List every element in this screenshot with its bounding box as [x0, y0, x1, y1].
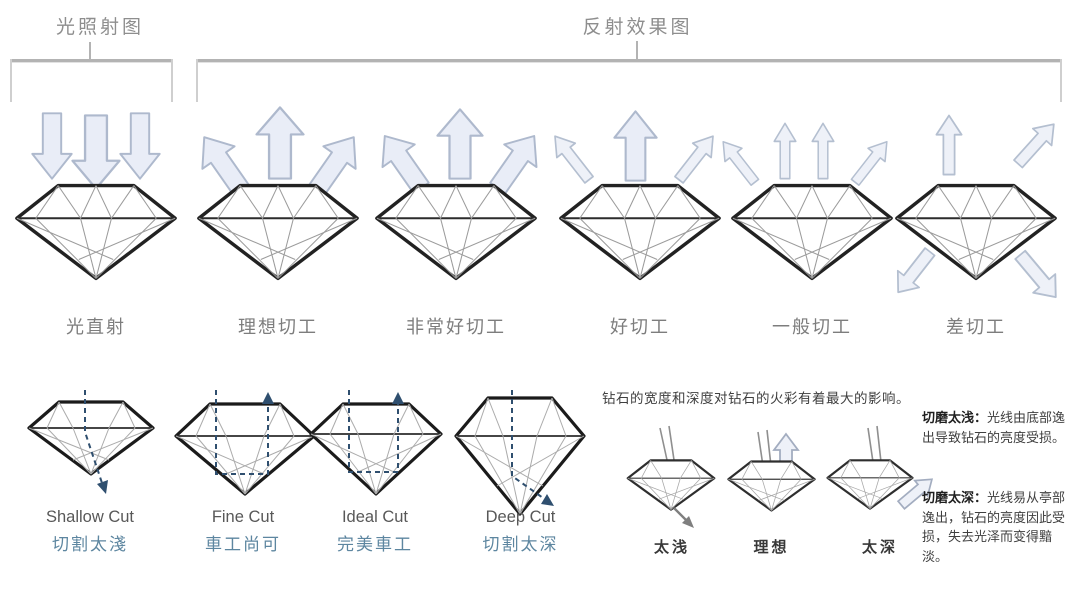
- note-too-deep: 切磨太深：光线易从亭部逸出，钻石的亮度因此受损，失去光泽而变得黯淡。: [922, 488, 1076, 566]
- reflect-up-arrow-icon: [255, 106, 305, 180]
- cut-name-en: Shallow Cut: [45, 508, 135, 526]
- light-path-dashed: [511, 390, 547, 501]
- example-ideal: 理想: [724, 424, 819, 556]
- example-label: 太浅: [653, 539, 690, 556]
- cut-name-en: Fine Cut: [211, 508, 275, 526]
- reflect-up-arrow-icon: [544, 128, 600, 188]
- figure-ideal-cut: 理想切工: [187, 106, 371, 338]
- figure-label: 理想切工: [238, 317, 318, 337]
- figure-good-cut: 好切工: [544, 106, 728, 338]
- ideal-cut-diagram: Ideal Cut 完美車工: [305, 390, 445, 554]
- cut-name-zh: 切割太深: [482, 535, 559, 554]
- illumination-bracket-end-left: [10, 59, 12, 102]
- diamond-drawing: [15, 183, 177, 281]
- diamond-profile: [454, 396, 586, 516]
- figure-very-good-cut: 非常好切工: [367, 106, 552, 338]
- leak-arrow-icon: [896, 478, 934, 511]
- figure-poor-cut: 差切工: [886, 106, 1068, 338]
- fine-cut-diagram: Fine Cut 車工尚可: [168, 390, 318, 554]
- light-ray-icon: [757, 431, 764, 467]
- light-down-arrow-icon: [31, 112, 73, 180]
- cut-name-zh: 完美車工: [337, 535, 413, 554]
- light-ray-icon: [668, 425, 675, 461]
- diamond-profile: [309, 402, 443, 496]
- figure-label: 好切工: [610, 317, 670, 337]
- note-body: 光线易从亭部逸出，钻石的亮度因此受损，失去光泽而变得黯淡。: [922, 490, 1066, 564]
- reflect-up-arrow-icon: [613, 110, 658, 182]
- light-ray-icon: [876, 425, 882, 463]
- light-ray-icon: [867, 427, 874, 463]
- figure-average-cut: 一般切工: [713, 106, 900, 338]
- reflection-bracket: [196, 59, 1062, 62]
- leak-down-arrow-icon: [1008, 244, 1068, 308]
- illumination-bracket: [10, 59, 173, 62]
- light-down-arrow-icon: [119, 112, 161, 180]
- figure-label: 差切工: [946, 317, 1006, 337]
- light-exit-arrowhead-icon: [262, 392, 274, 404]
- figure-label: 一般切工: [772, 317, 852, 337]
- light-exit-arrowhead-icon: [97, 480, 108, 494]
- illumination-bracket-end-right: [171, 59, 173, 102]
- depth-effect-intro: 钻石的宽度和深度对钻石的火彩有着最大的影响。: [602, 391, 910, 406]
- example-label: 理想: [753, 539, 790, 556]
- figure-label: 光直射: [66, 317, 126, 337]
- reflect-up-arrow-icon: [1007, 114, 1065, 174]
- light-path-dashed: [84, 390, 104, 487]
- leak-arrow-icon: [673, 507, 687, 521]
- example-label: 太深: [861, 539, 898, 556]
- illumination-title: 光照射图: [55, 17, 144, 38]
- diamond-profile: [174, 402, 316, 496]
- light-path-dashed: [215, 390, 269, 475]
- diamond-drawing: [731, 183, 893, 281]
- light-exit-arrowhead-icon: [392, 392, 404, 404]
- illumination-bracket-tick: [89, 42, 91, 59]
- example-too-shallow: 太浅: [622, 424, 722, 556]
- cut-name-zh: 切割太淺: [52, 535, 128, 554]
- reflect-up-arrow-icon: [773, 122, 797, 180]
- note-title: 切磨太深：: [922, 490, 988, 505]
- leak-arrowhead-icon: [682, 516, 694, 528]
- reflection-title: 反射效果图: [582, 17, 693, 38]
- diamond-drawing: [626, 459, 716, 511]
- diamond-profile: [27, 400, 155, 476]
- reflect-up-arrow-icon: [436, 108, 484, 180]
- shallow-cut-diagram: Shallow Cut 切割太淺: [15, 390, 165, 554]
- leak-down-arrow-icon: [886, 242, 942, 302]
- diamond-drawing: [197, 183, 359, 281]
- cut-name-en: Deep Cut: [485, 508, 556, 526]
- light-ray-icon: [659, 427, 668, 461]
- light-exit-arrowhead-icon: [541, 494, 554, 506]
- note-body: 光线由底部逸出导致钻石的亮度受损。: [922, 410, 1066, 445]
- figure-label: 非常好切工: [406, 317, 506, 337]
- example-too-deep: 太深: [824, 424, 936, 556]
- reflect-up-arrow-icon: [811, 122, 835, 180]
- light-down-arrow-icon: [71, 114, 121, 190]
- reflection-bracket-tick: [636, 41, 638, 59]
- light-ray-icon: [766, 429, 772, 467]
- light-path-dashed: [348, 390, 399, 473]
- reflect-up-arrow-icon: [668, 128, 724, 188]
- note-too-shallow: 切磨太浅：光线由底部逸出导致钻石的亮度受损。: [922, 408, 1076, 447]
- diamond-drawing: [559, 183, 721, 281]
- reflection-bracket-end-right: [1060, 59, 1062, 102]
- diamond-drawing: [727, 460, 816, 512]
- cut-name-zh: 車工尚可: [205, 535, 281, 554]
- deep-cut-diagram: Deep Cut 切割太深: [448, 390, 593, 554]
- reflect-up-arrow-icon: [935, 114, 963, 176]
- figure-direct-light: 光直射: [8, 106, 184, 338]
- reflection-bracket-end-left: [196, 59, 198, 102]
- diamond-drawing: [375, 183, 537, 281]
- cut-name-en: Ideal Cut: [341, 508, 409, 526]
- note-title: 切磨太浅：: [922, 410, 988, 425]
